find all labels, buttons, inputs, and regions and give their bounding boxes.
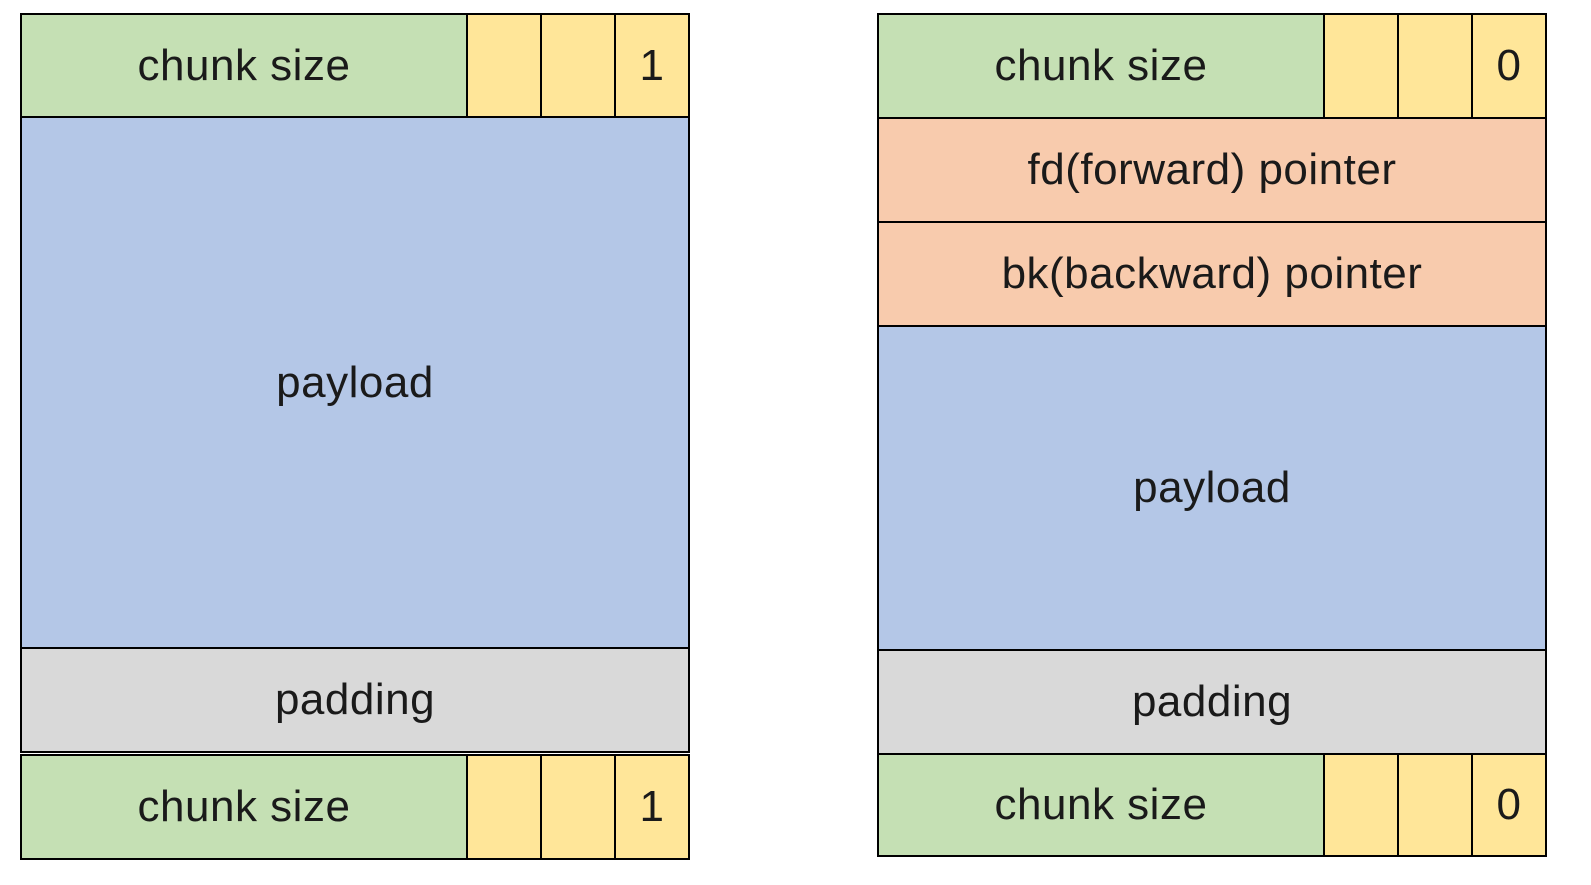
padding-label: padding	[274, 675, 436, 724]
bk-pointer-block: bk(backward) pointer	[877, 221, 1547, 327]
prev-inuse-bit-value: 0	[1496, 780, 1522, 829]
chunk-size-field: chunk size	[879, 755, 1325, 855]
flag-bit-cell	[542, 15, 616, 116]
free-chunk-header: chunk size 0	[877, 13, 1547, 119]
free-chunk-diagram: chunk size 0 fd(forward) pointer bk(back…	[877, 13, 1547, 857]
chunk-size-label: chunk size	[994, 41, 1208, 90]
chunk-size-field: chunk size	[879, 15, 1325, 117]
chunk-size-label: chunk size	[137, 40, 351, 90]
allocated-chunk-header: chunk size 1	[20, 13, 690, 118]
payload-block: payload	[877, 325, 1547, 651]
fd-pointer-label: fd(forward) pointer	[1027, 145, 1397, 194]
prev-inuse-bit-value: 0	[1496, 41, 1522, 90]
padding-block: padding	[877, 649, 1547, 755]
flag-bit-cell	[468, 15, 542, 116]
prev-inuse-bit-value: 1	[639, 40, 665, 90]
flag-bit-cell	[1399, 15, 1473, 117]
chunk-size-label: chunk size	[137, 782, 351, 831]
flag-bit-cell	[468, 756, 542, 858]
fd-pointer-block: fd(forward) pointer	[877, 117, 1547, 223]
payload-label: payload	[1133, 463, 1291, 512]
bk-pointer-label: bk(backward) pointer	[1001, 249, 1423, 298]
prev-inuse-bit-cell: 0	[1473, 15, 1545, 117]
prev-inuse-bit-value: 1	[639, 782, 665, 831]
flag-bit-cell	[1325, 15, 1399, 117]
prev-inuse-bit-cell: 1	[616, 756, 688, 858]
prev-inuse-bit-cell: 0	[1473, 755, 1545, 855]
flag-bit-cell	[1399, 755, 1473, 855]
payload-block: payload	[20, 116, 690, 649]
free-chunk-footer: chunk size 0	[877, 753, 1547, 857]
payload-label: payload	[276, 357, 434, 407]
allocated-chunk-footer: chunk size 1	[20, 754, 690, 860]
chunk-size-label: chunk size	[994, 780, 1208, 829]
prev-inuse-bit-cell: 1	[616, 15, 688, 116]
padding-block: padding	[20, 647, 690, 753]
flag-bit-cell	[1325, 755, 1399, 855]
chunk-size-field: chunk size	[22, 15, 468, 116]
padding-label: padding	[1131, 677, 1293, 726]
chunk-size-field: chunk size	[22, 756, 468, 858]
flag-bit-cell	[542, 756, 616, 858]
allocated-chunk-diagram: chunk size 1 payload padding chunk size …	[20, 13, 690, 860]
